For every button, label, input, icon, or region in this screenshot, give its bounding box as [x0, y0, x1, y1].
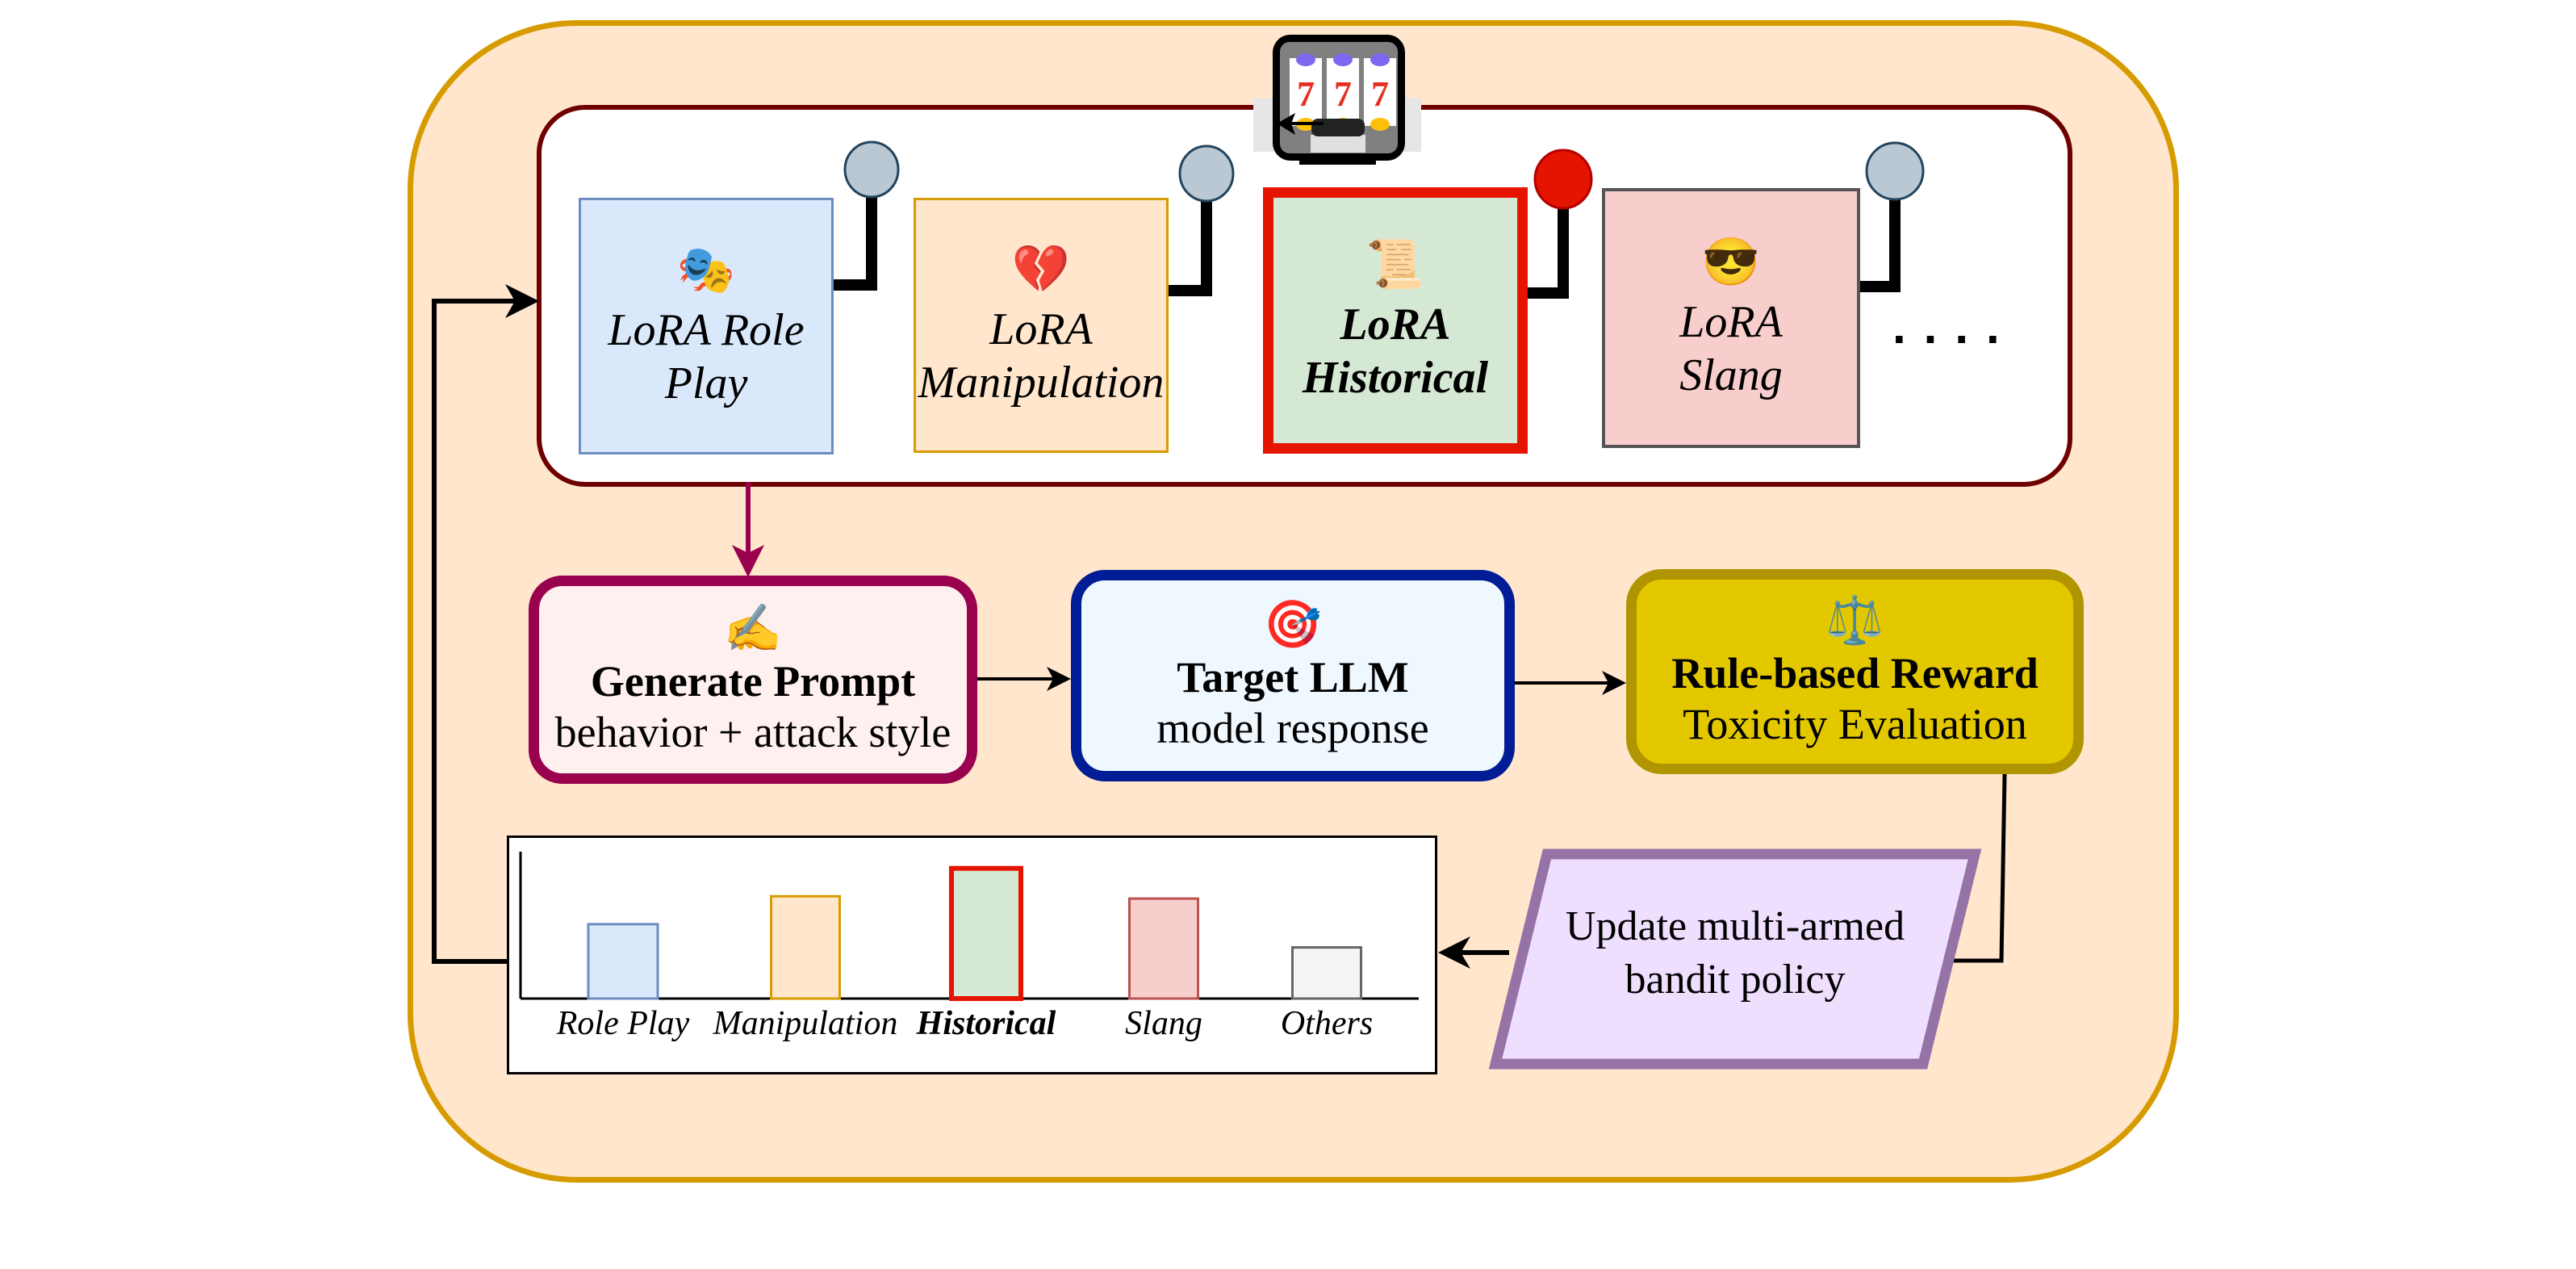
- x-tick-label: Historical: [916, 1005, 1056, 1042]
- writing-hand-icon: ✍️: [723, 602, 783, 655]
- generate-prompt-node[interactable]: ✍️ Generate Prompt behavior + attack sty…: [529, 576, 977, 784]
- target-llm-node[interactable]: 🎯 Target LLM model response: [1071, 570, 1515, 781]
- performing-arts-masks-icon: 🎭: [676, 244, 736, 296]
- arm-distribution-chart: Role Play Manipulation Historical Slang Othe…: [519, 852, 1419, 1042]
- balance-scale-icon: ⚖️: [1825, 594, 1884, 647]
- lora-arm-label-line1: LoRA: [1679, 297, 1783, 347]
- update-to-chart-arrowhead: [1438, 936, 1470, 969]
- lora-arm-role-play[interactable]: 🎭 LoRA Role Play: [579, 198, 834, 454]
- target-llm-subtitle: model response: [1156, 704, 1429, 752]
- x-tick-label: Others: [1281, 1005, 1373, 1042]
- bar-slang: [1128, 897, 1199, 1000]
- generate-to-target-arrowhead: [1047, 667, 1071, 691]
- lever-knob-historical[interactable]: [1533, 149, 1593, 210]
- lever-role-play[interactable]: [834, 140, 900, 291]
- bar-role-play: [587, 923, 659, 1000]
- slot-reel-top-symbol: [1296, 53, 1315, 66]
- lever-manipulation[interactable]: [1169, 144, 1235, 296]
- bar-manipulation: [770, 894, 841, 1000]
- target-to-reward-arrowhead: [1602, 671, 1626, 695]
- slot-reel-top-symbol: [1370, 53, 1390, 66]
- slot-reel-seven: 7: [1334, 74, 1352, 114]
- reward-subtitle: Toxicity Evaluation: [1683, 700, 2027, 748]
- more-arms-ellipsis: ....: [1892, 299, 2018, 354]
- update-bandit-line2: bandit policy: [1625, 957, 1846, 1003]
- feedback-loop-arrow: [432, 299, 516, 964]
- lever-slang[interactable]: [1860, 141, 1925, 292]
- scroll-icon: 📜: [1365, 238, 1425, 291]
- broken-heart-icon: 💔: [1011, 243, 1071, 295]
- lora-arm-label-line2: Play: [664, 358, 748, 408]
- bullseye-target-icon: 🎯: [1263, 598, 1323, 651]
- lora-arm-manipulation[interactable]: 💔 LoRA Manipulation: [914, 198, 1169, 453]
- generate-prompt-title: Generate Prompt: [590, 657, 916, 706]
- lever-knob-manipulation[interactable]: [1178, 144, 1235, 203]
- feedback-loop-arrowhead: [505, 284, 539, 318]
- sunglasses-face-icon: 😎: [1701, 236, 1761, 288]
- x-tick-label: Slang: [1125, 1005, 1202, 1042]
- lora-arm-label-line1: LoRA: [989, 304, 1093, 354]
- lora-arm-label-line2: Historical: [1302, 353, 1489, 403]
- generate-prompt-subtitle: behavior + attack style: [554, 708, 951, 756]
- slot-reel: [1327, 58, 1359, 126]
- bar-others: [1291, 946, 1362, 1000]
- bar-historical: [949, 865, 1023, 1001]
- slot-reel-bottom-symbol: [1370, 118, 1390, 131]
- target-llm-title: Target LLM: [1177, 653, 1409, 702]
- lever-knob-role-play[interactable]: [843, 140, 900, 199]
- slot-reel-top-symbol: [1333, 53, 1353, 66]
- panel-to-generate-arrowhead: [732, 545, 764, 577]
- lever-historical[interactable]: [1528, 149, 1593, 299]
- slot-reel-seven: 7: [1371, 74, 1389, 114]
- lora-arm-label-line1: LoRA Role: [608, 305, 805, 355]
- slot-reel: [1290, 58, 1322, 126]
- lora-arm-label-line1: LoRA: [1340, 299, 1451, 350]
- reward-title: Rule-based Reward: [1671, 649, 2039, 697]
- lora-arm-historical-selected[interactable]: 📜 LoRA Historical: [1263, 187, 1528, 454]
- update-bandit-policy-label[interactable]: Update multi-armed bandit policy: [1525, 900, 1945, 1007]
- update-bandit-line1: Update multi-armed: [1565, 903, 1905, 949]
- slot-reel-seven: 7: [1297, 74, 1315, 114]
- rule-based-reward-node[interactable]: ⚖️ Rule-based Reward Toxicity Evaluation: [1626, 569, 2084, 774]
- update-bandit-parallelogram: [1488, 848, 1982, 1070]
- reward-to-update-connector: [1951, 773, 2007, 963]
- x-tick-label: Role Play: [556, 1005, 690, 1042]
- lever-knob-slang[interactable]: [1865, 141, 1925, 201]
- x-tick-label: Manipulation: [713, 1005, 898, 1042]
- lora-arm-label-line2: Manipulation: [918, 358, 1165, 408]
- lora-arm-label-line2: Slang: [1679, 350, 1783, 400]
- slot-reel: [1364, 58, 1396, 126]
- lora-arm-slang[interactable]: 😎 LoRA Slang: [1602, 188, 1860, 448]
